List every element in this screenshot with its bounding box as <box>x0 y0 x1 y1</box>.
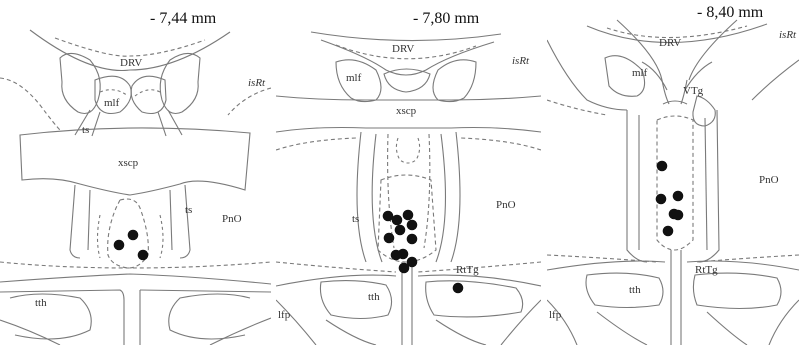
label-vtg: VTg <box>683 86 703 97</box>
label-tth: tth <box>629 285 641 296</box>
label-isrt: isRt <box>512 56 529 67</box>
label-drv: DRV <box>392 44 414 55</box>
label-mlf: mlf <box>104 98 119 109</box>
injection-site-dot <box>138 250 149 261</box>
label-mlf: mlf <box>632 68 647 79</box>
label-pno: PnO <box>222 214 242 225</box>
injection-site-dot <box>392 215 403 226</box>
injection-site-dot <box>114 240 125 251</box>
label-xscp: xscp <box>118 158 138 169</box>
injection-site-dot <box>673 210 684 221</box>
label-drv: DRV <box>120 58 142 69</box>
label-rttg: RtTg <box>695 265 718 276</box>
injection-site-dot <box>391 250 402 261</box>
injection-site-dot <box>663 226 674 237</box>
label-mlf: mlf <box>346 73 361 84</box>
atlas-section-7-80mm: - 7,80 mm DRV isRt mlf xscp ts PnO RtTg … <box>276 0 541 345</box>
section-drawing <box>547 0 799 345</box>
panel-divider <box>541 0 547 345</box>
label-lfp: lfp <box>278 310 290 321</box>
label-pno: PnO <box>759 175 779 186</box>
injection-site-dot <box>673 191 684 202</box>
label-tth: tth <box>368 292 380 303</box>
panel-divider <box>271 0 276 345</box>
section-title: - 7,80 mm <box>413 10 479 28</box>
label-xscp: xscp <box>396 106 416 117</box>
injection-site-dot <box>395 225 406 236</box>
label-ts: ts <box>352 214 359 225</box>
injection-site-dot <box>403 210 414 221</box>
label-rttg: RtTg <box>456 265 479 276</box>
injection-site-dot <box>656 194 667 205</box>
label-lfp: lfp <box>549 310 561 321</box>
injection-site-dot <box>384 233 395 244</box>
label-ts-right: ts <box>185 205 192 216</box>
injection-site-dot <box>453 283 464 294</box>
label-isrt: isRt <box>779 30 796 41</box>
section-title: - 8,40 mm <box>697 4 763 22</box>
atlas-section-7-44mm: - 7,44 mm DRV isRt mlf ts ts xscp PnO tt… <box>0 0 271 345</box>
injection-site-dot <box>399 263 410 274</box>
label-drv: DRV <box>659 38 681 49</box>
injection-site-dot <box>657 161 668 172</box>
injection-site-dot <box>128 230 139 241</box>
label-tth: tth <box>35 298 47 309</box>
injection-site-dot <box>407 234 418 245</box>
injection-site-dot <box>407 220 418 231</box>
label-isrt: isRt <box>248 78 265 89</box>
label-pno: PnO <box>496 200 516 211</box>
section-drawing <box>0 0 271 345</box>
label-ts-left: ts <box>82 125 89 136</box>
section-title: - 7,44 mm <box>150 10 216 28</box>
atlas-section-8-40mm: - 8,40 mm DRV isRt mlf VTg PnO RtTg tth … <box>547 0 799 345</box>
